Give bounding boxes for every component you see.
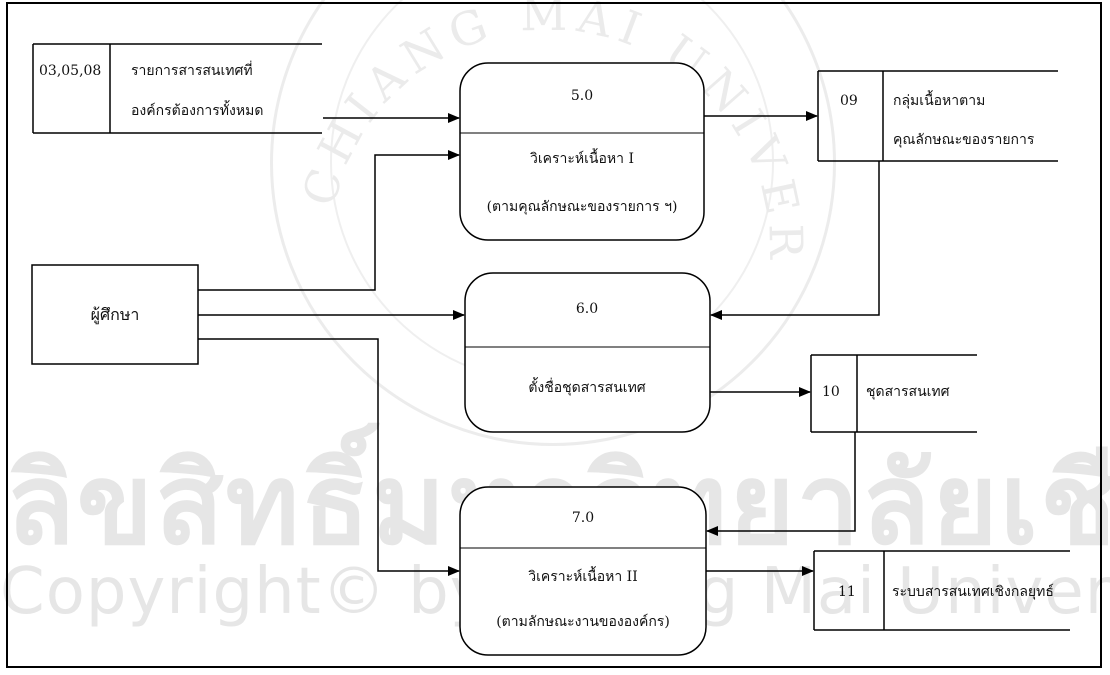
data-store-11-id: 11 xyxy=(838,584,856,600)
process-5-0 xyxy=(459,62,705,241)
data-store-09-line2: คุณลักษณะของรายการ xyxy=(893,132,1035,148)
data-store-11 xyxy=(813,550,1070,631)
flow-entity-to-process-7 xyxy=(198,338,460,576)
process-7-name: วิเคราะห์เนื้อหา II xyxy=(528,569,638,585)
flow-store-09-to-process-6 xyxy=(710,161,880,320)
diagram-frame xyxy=(6,2,1102,668)
data-store-03-05-08-id: 03,05,08 xyxy=(39,63,102,79)
data-store-03-05-08-line2: องค์กรต้องการทั้งหมด xyxy=(131,103,264,119)
flow-store-10-to-process-7 xyxy=(706,432,856,536)
data-store-10-line1: ชุดสารสนเทศ xyxy=(866,384,950,400)
data-store-11-line1: ระบบสารสนเทศเชิงกลยุทธ์ xyxy=(892,584,1054,600)
process-7-detail: (ตามลักษณะงานขององค์กร) xyxy=(496,614,670,630)
process-6-0 xyxy=(464,272,711,433)
data-store-03-05-08 xyxy=(32,43,322,134)
flow-entity-to-process-5 xyxy=(198,150,460,291)
data-store-10-id: 10 xyxy=(822,384,840,400)
data-store-09-line1: กลุ่มเนื้อหาตาม xyxy=(893,93,986,109)
process-5-detail: (ตามคุณลักษณะของรายการ ฯ) xyxy=(486,199,678,215)
process-5-name: วิเคราะห์เนื้อหา I xyxy=(530,151,634,167)
external-entity-label: ผู้ศึกษา xyxy=(90,305,140,324)
external-entity-box xyxy=(31,264,199,365)
process-5-id: 5.0 xyxy=(570,88,594,104)
data-store-10 xyxy=(810,354,977,433)
process-7-id: 7.0 xyxy=(571,510,595,526)
data-store-03-05-08-line1: รายการสารสนเทศที่ xyxy=(131,63,253,79)
data-store-09-id: 09 xyxy=(840,93,858,109)
process-6-name: ตั้งชื่อชุดสารสนเทศ xyxy=(528,380,646,396)
data-store-09 xyxy=(817,70,1058,162)
process-6-id: 6.0 xyxy=(575,301,599,317)
